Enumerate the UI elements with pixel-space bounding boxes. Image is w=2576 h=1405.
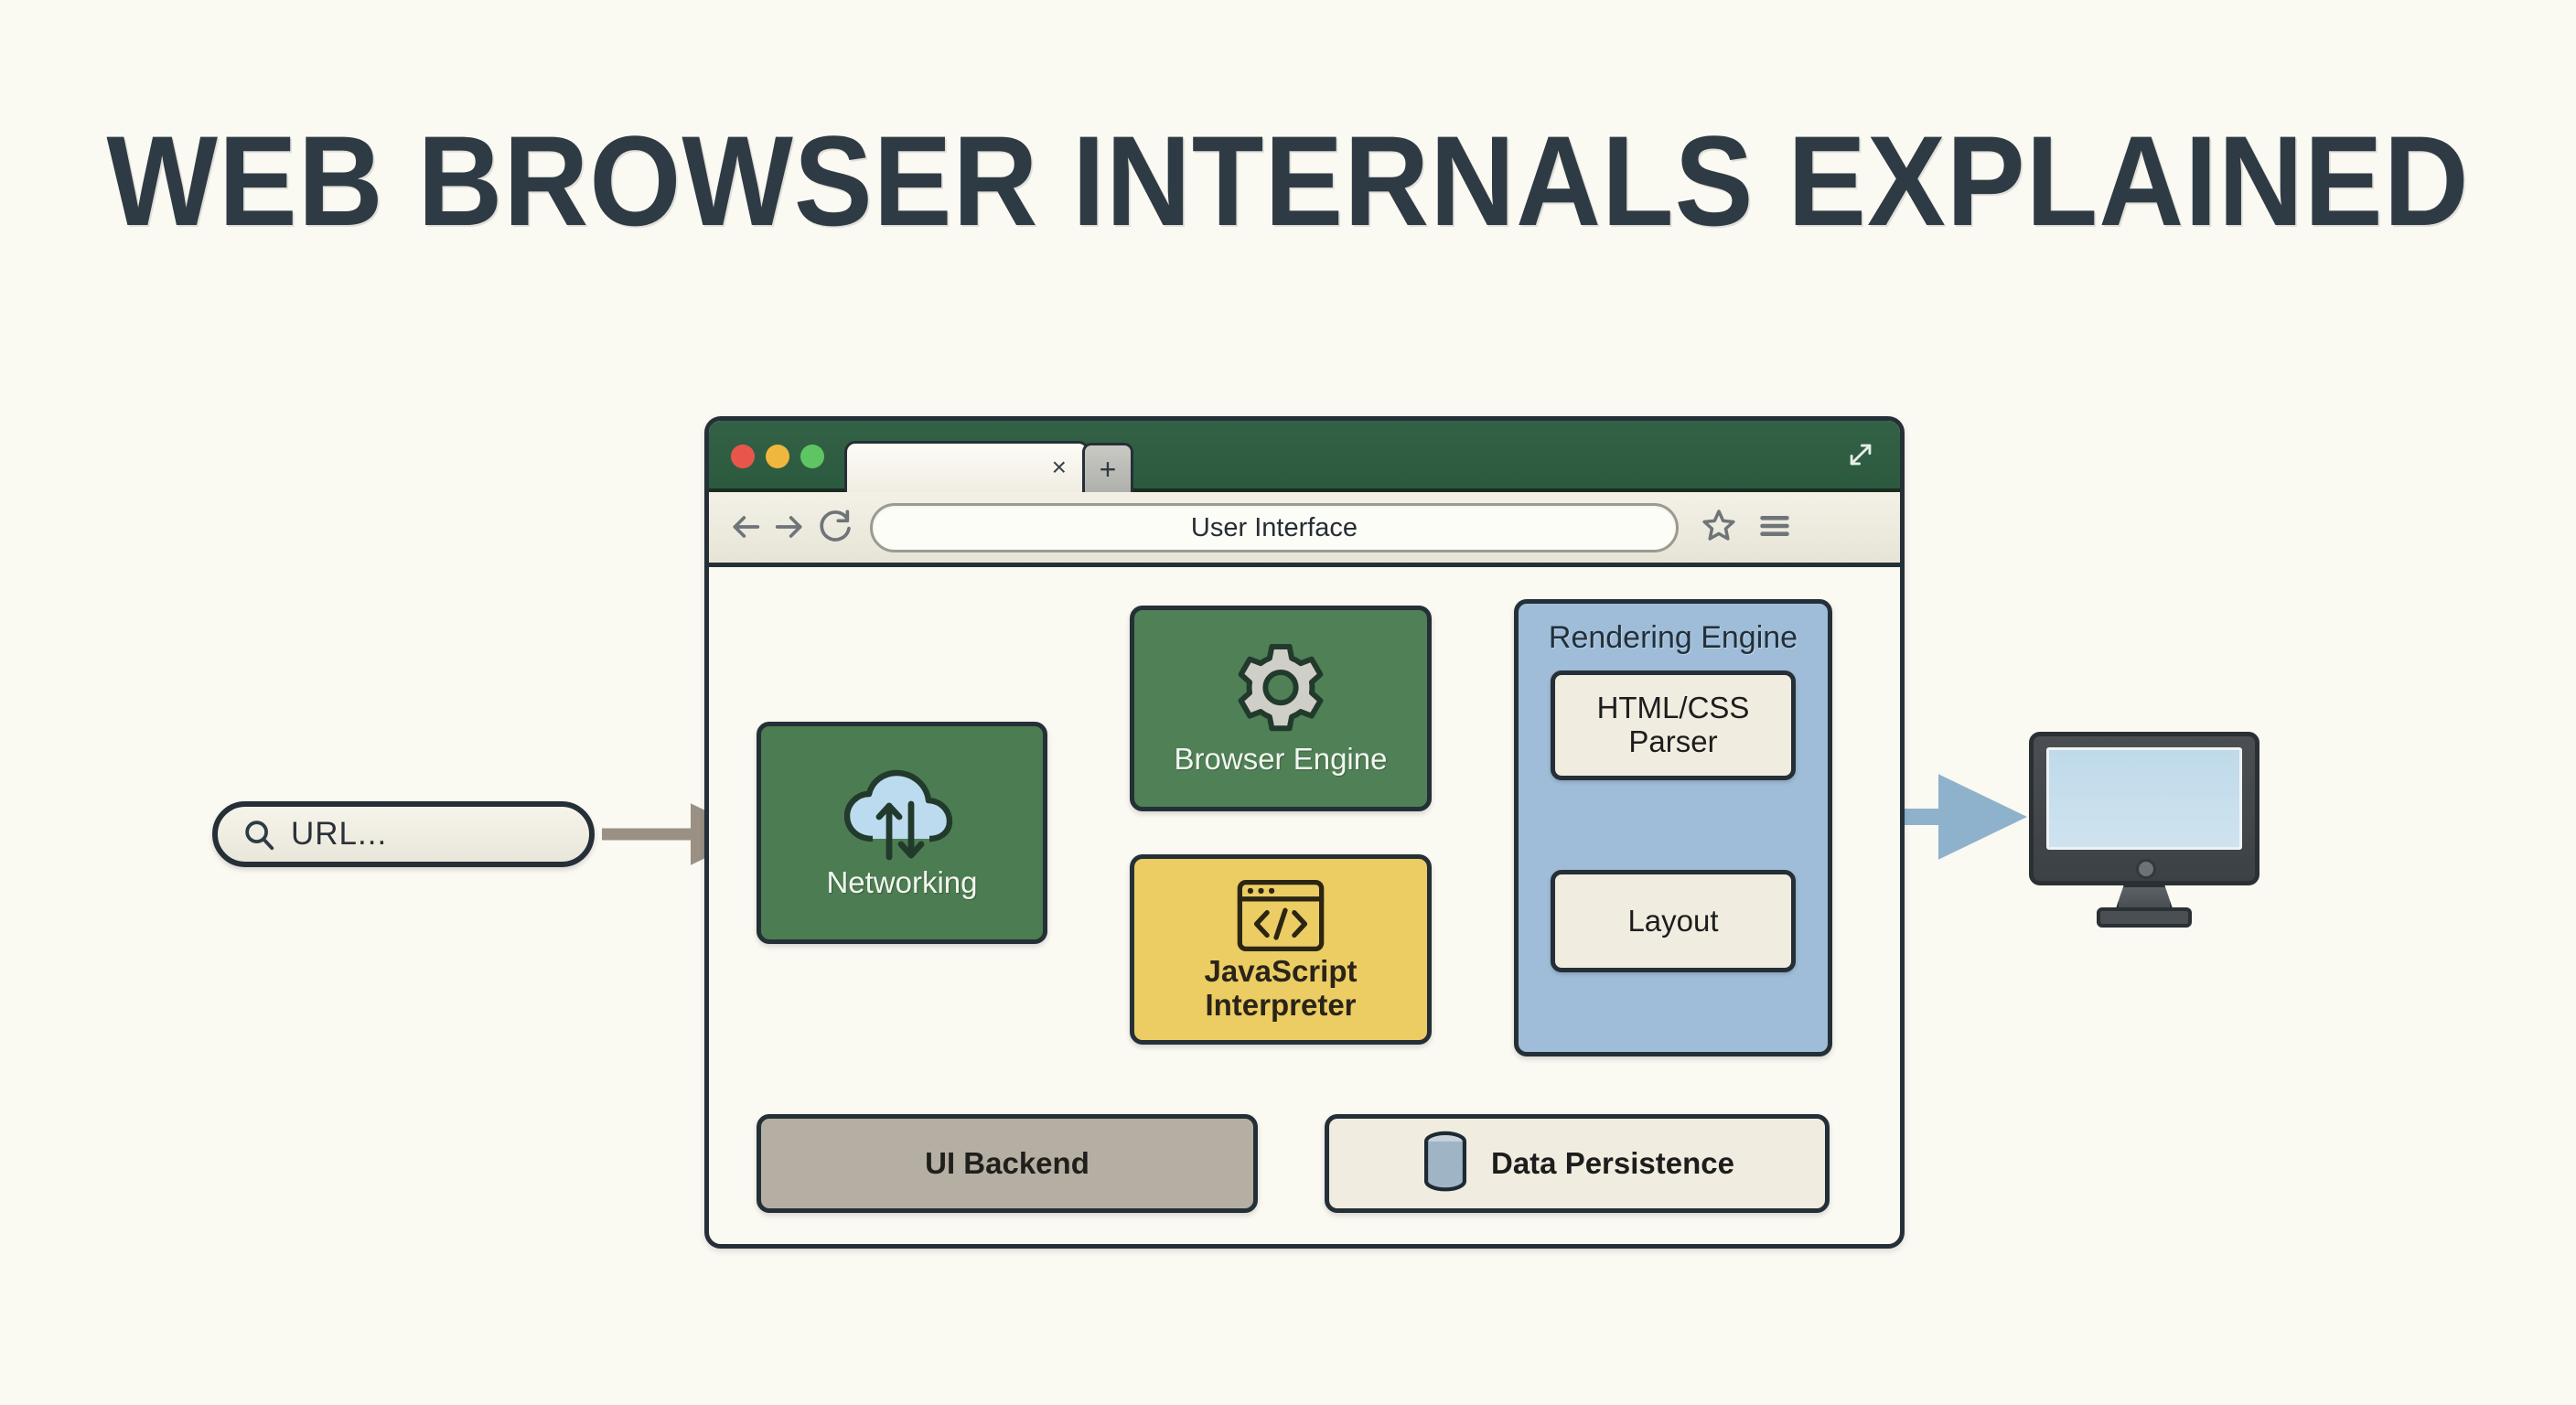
node-js-interpreter[interactable]: JavaScript Interpreter (1130, 854, 1432, 1045)
subnode-parser-line1: HTML/CSS (1596, 691, 1750, 725)
monitor-icon (2029, 732, 2259, 928)
url-bar-label: User Interface (1190, 512, 1358, 542)
browser-toolbar: User Interface (709, 492, 1900, 567)
node-js-interpreter-label: JavaScript Interpreter (1204, 954, 1358, 1023)
monitor-bezel (2029, 732, 2259, 885)
node-ui-backend[interactable]: UI Backend (757, 1114, 1258, 1213)
subnode-parser-line2: Parser (1628, 724, 1718, 758)
node-rendering-engine-label: Rendering Engine (1548, 620, 1798, 655)
monitor-stand-base (2097, 907, 2192, 928)
traffic-light-close-icon[interactable] (731, 445, 755, 468)
subnode-html-css-parser[interactable]: HTML/CSS Parser (1551, 670, 1796, 780)
traffic-light-zoom-icon[interactable] (800, 445, 824, 468)
node-browser-engine-label: Browser Engine (1174, 742, 1388, 777)
maximize-icon[interactable] (1845, 439, 1876, 470)
node-networking[interactable]: Networking (757, 722, 1047, 944)
gear-icon (1238, 644, 1324, 732)
reload-icon[interactable] (817, 509, 853, 545)
cloud-transfer-icon (843, 769, 953, 861)
traffic-light-minimize-icon[interactable] (766, 445, 789, 468)
hamburger-icon[interactable] (1757, 509, 1792, 543)
browser-tab[interactable]: × (844, 441, 1089, 496)
power-indicator-icon (2136, 859, 2156, 879)
node-browser-engine[interactable]: Browser Engine (1130, 606, 1432, 811)
page-title: WEB BROWSER INTERNALS EXPLAINED (106, 109, 2470, 252)
arrow-right-icon[interactable] (771, 509, 808, 545)
subnode-layout-label: Layout (1627, 903, 1719, 938)
new-tab-button[interactable]: + (1082, 443, 1133, 496)
node-data-persistence[interactable]: Data Persistence (1325, 1114, 1830, 1213)
database-icon (1423, 1131, 1467, 1192)
node-rendering-engine[interactable]: Rendering Engine HTML/CSS Parser Layout (1514, 599, 1832, 1056)
node-data-persistence-label: Data Persistence (1491, 1145, 1734, 1180)
arrow-left-icon[interactable] (727, 509, 764, 545)
node-networking-label: Networking (826, 865, 978, 900)
browser-url-bar[interactable]: User Interface (870, 503, 1679, 552)
star-icon[interactable] (1701, 507, 1737, 543)
close-icon[interactable]: × (1051, 453, 1067, 481)
url-input[interactable]: URL... (212, 801, 595, 867)
browser-titlebar: × + (709, 421, 1900, 496)
node-js-interpreter-line1: JavaScript (1204, 954, 1358, 989)
subnode-layout[interactable]: Layout (1551, 870, 1796, 972)
node-js-interpreter-line2: Interpreter (1205, 988, 1357, 1022)
search-icon (245, 820, 274, 851)
plus-icon: + (1099, 453, 1117, 486)
monitor-screen (2046, 747, 2242, 850)
url-input-value: URL... (291, 816, 388, 852)
node-ui-backend-label: UI Backend (925, 1145, 1089, 1180)
code-window-icon (1237, 880, 1325, 952)
